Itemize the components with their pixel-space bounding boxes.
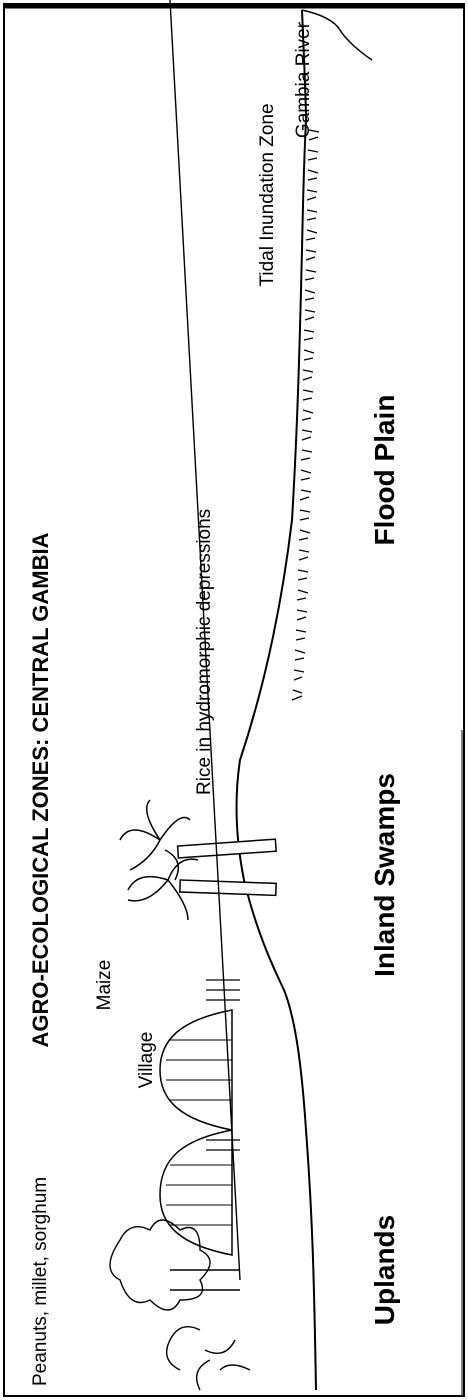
zone-flood-plain: Flood Plain	[369, 395, 400, 546]
village-label: Village	[136, 1032, 157, 1089]
palm-trees	[120, 800, 276, 920]
tidal-label: Tidal Inundation Zone	[257, 103, 278, 286]
river-label: Gambia River	[293, 21, 314, 138]
maize-label: Maize	[94, 960, 115, 1011]
zone-inland-swamps: Inland Swamps	[369, 773, 400, 977]
village-huts	[160, 1010, 232, 1255]
diagram-title: AGRO-ECOLOGICAL ZONES: CENTRAL GAMBIA	[28, 532, 53, 1047]
frame-border	[4, 4, 464, 1396]
zone-uplands: Uplands	[369, 1215, 400, 1325]
rice-label: Rice in hydromorphic depressions	[194, 509, 215, 795]
crops-label: Peanuts, millet, sorghum	[30, 1177, 51, 1386]
